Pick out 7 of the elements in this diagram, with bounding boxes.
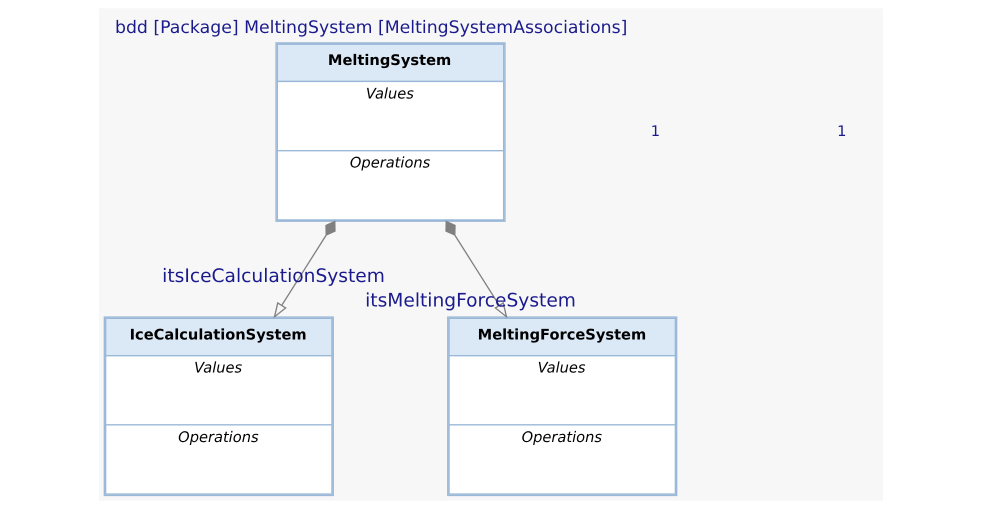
arrow <box>272 220 336 318</box>
label: 1 <box>650 122 660 140</box>
edge-label: itsIceCalculationSystem <box>162 266 384 287</box>
arrow <box>444 220 508 318</box>
diagram-title: bdd [Package] MeltingSystem [MeltingSystemAssociations] <box>114 18 627 38</box>
label: 1 <box>836 122 846 140</box>
edge-label: itsMeltingForceSystem <box>364 290 576 312</box>
